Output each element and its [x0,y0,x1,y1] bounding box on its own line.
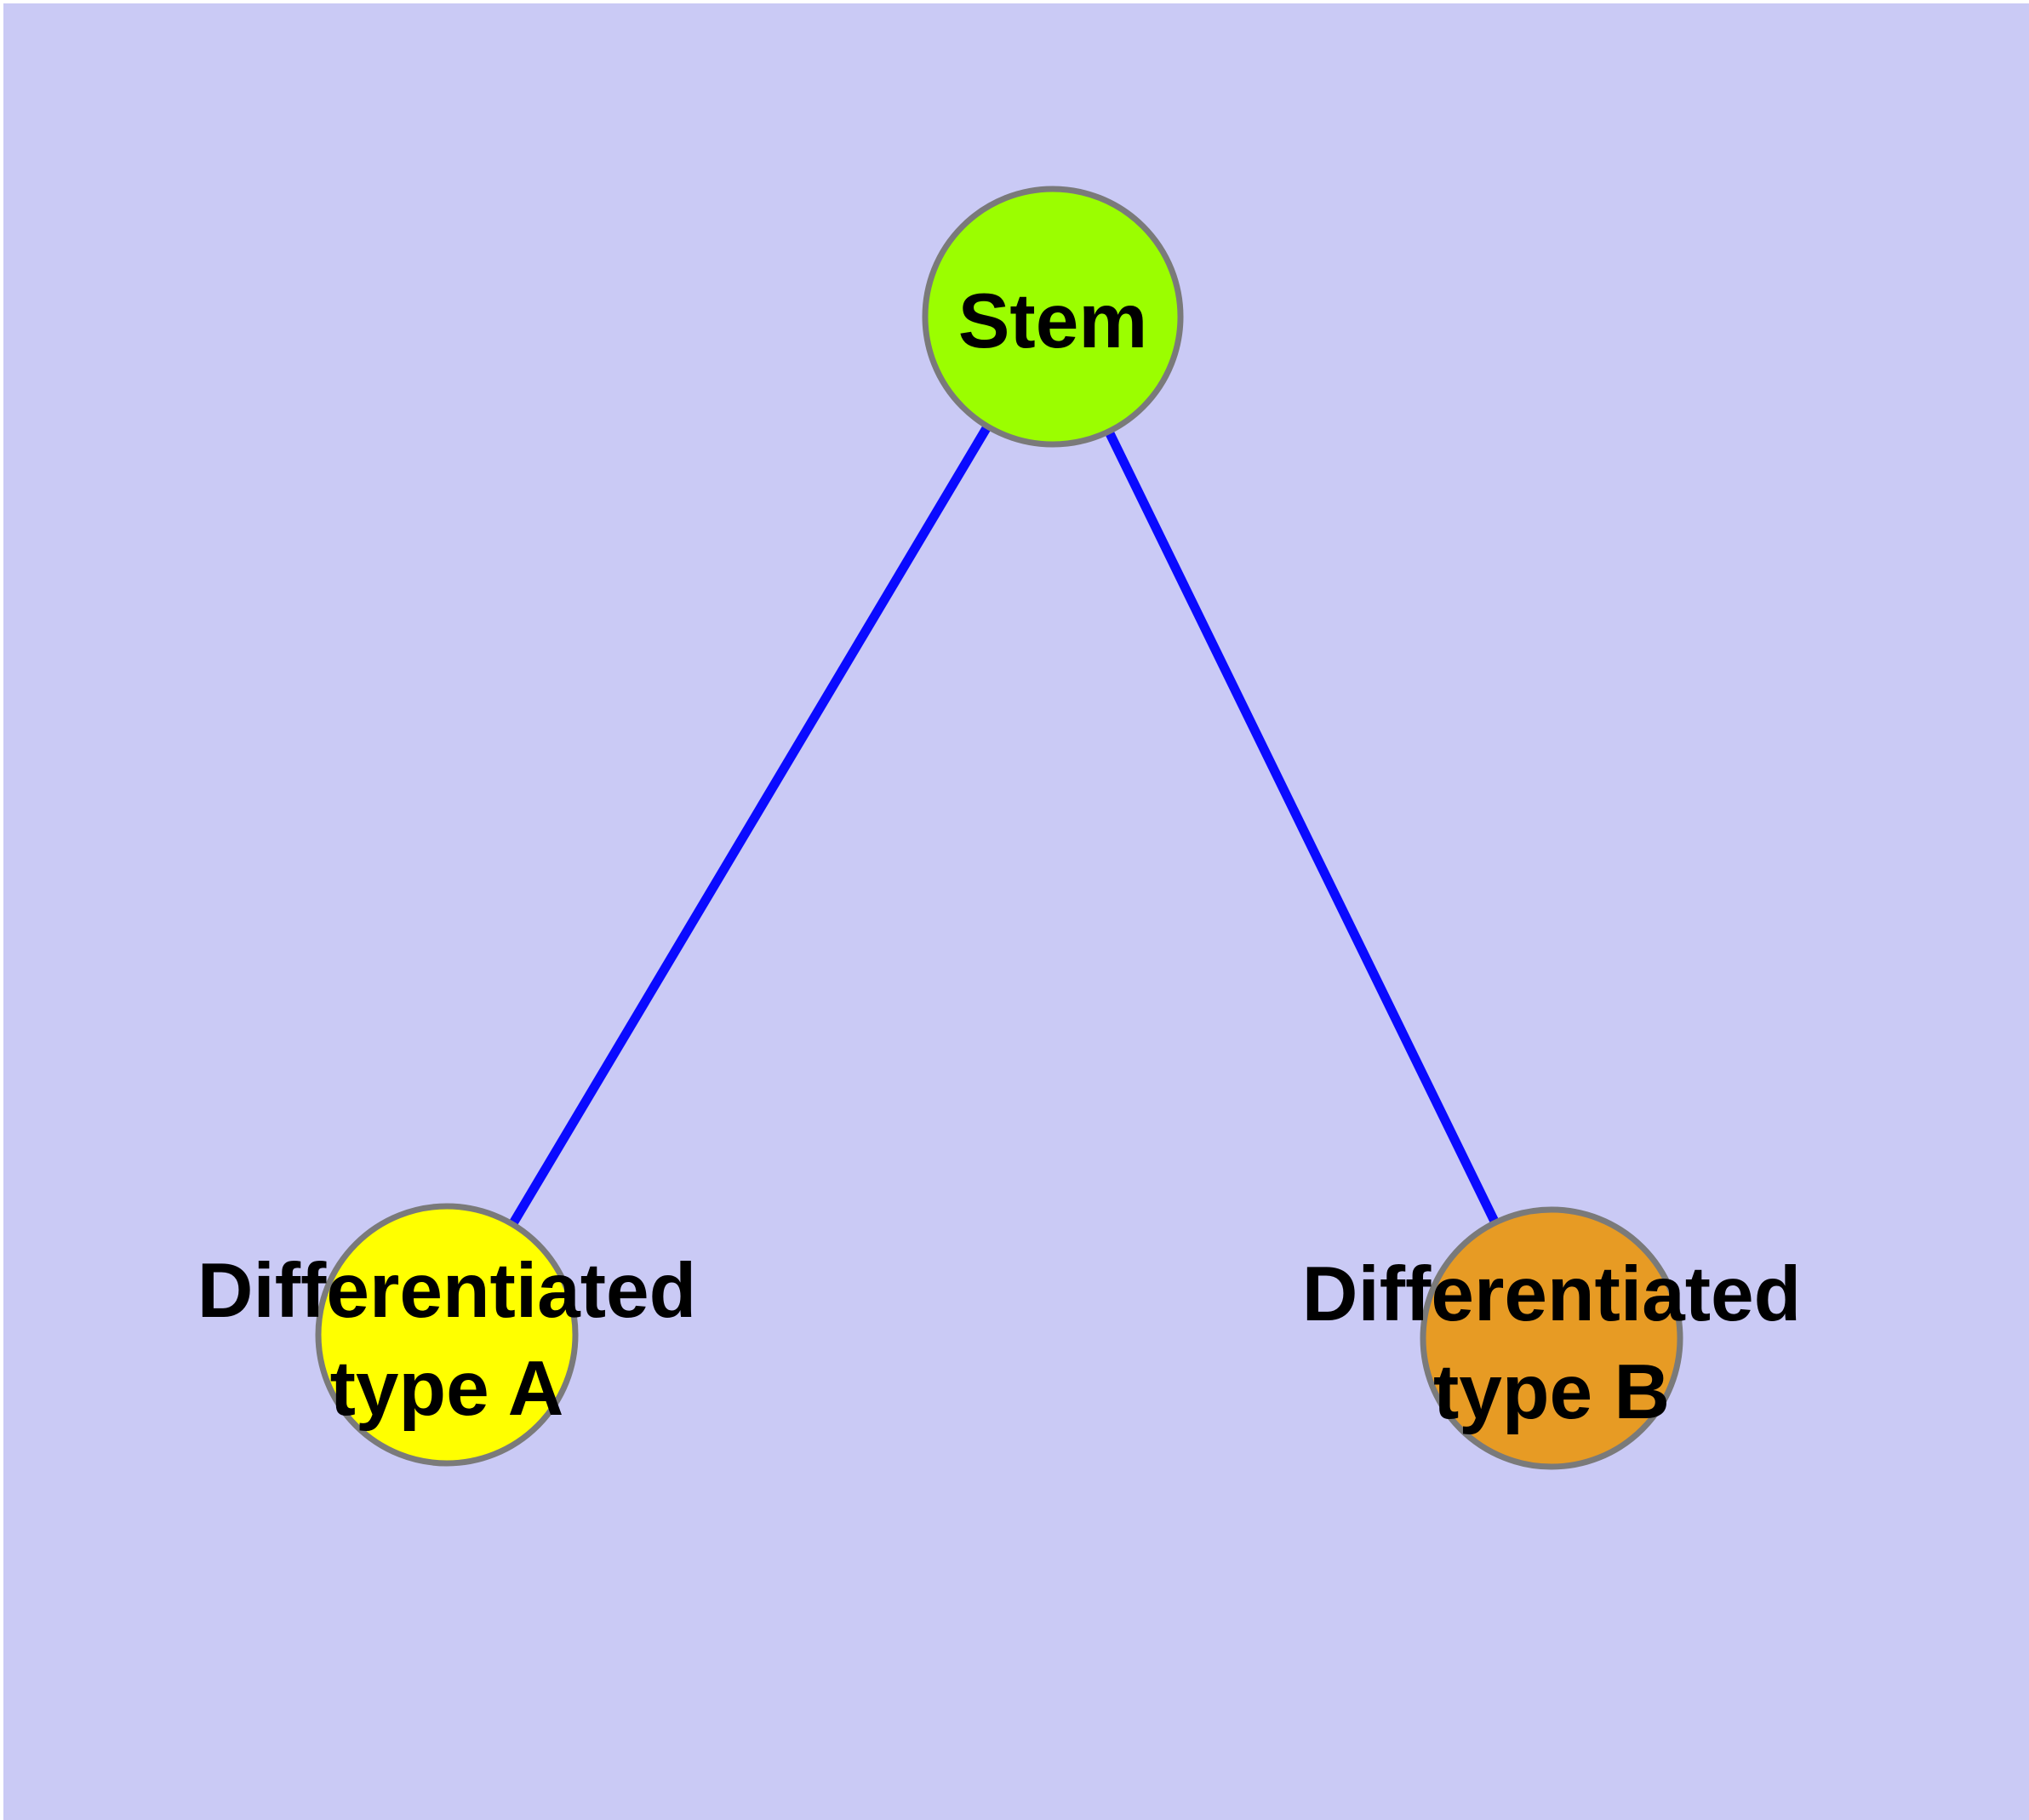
node-type-a-label-line-2: type A [330,1346,564,1432]
node-type-a-label-line-1: Differentiated [197,1248,697,1334]
node-differentiated-type-a [315,1203,579,1467]
node-differentiated-type-b [1420,1206,1683,1470]
node-type-b-label-line-1: Differentiated [1302,1251,1802,1337]
node-stem-label: Stem [958,278,1148,364]
edge-stem-to-type-b [1049,314,1556,1341]
node-type-b-label-line-2: type B [1433,1349,1670,1435]
node-stem [922,186,1184,448]
edge-stem-to-type-a [443,314,1057,1337]
